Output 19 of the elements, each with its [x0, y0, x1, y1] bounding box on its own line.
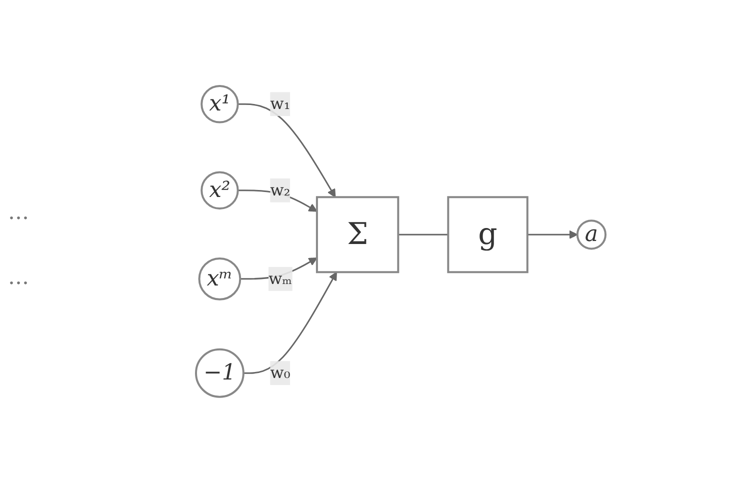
ellipsis-label: ...	[8, 200, 29, 225]
node-circle: xᵐ	[198, 258, 242, 300]
edge-label: w₂	[270, 180, 290, 200]
arrow	[238, 103, 336, 198]
node-box: Σ	[316, 196, 400, 274]
ellipsis-label: ...	[8, 265, 29, 290]
node-circle: −1	[195, 348, 245, 398]
node-circle: x¹	[200, 85, 240, 124]
node-box: g	[447, 196, 529, 274]
edge-label: wₘ	[268, 269, 292, 288]
node-circle: a	[576, 220, 607, 250]
arrow	[238, 190, 318, 212]
node-circle: x²	[200, 171, 240, 210]
arrow	[240, 258, 318, 280]
connector	[398, 234, 448, 236]
edge-label: w₀	[270, 363, 290, 382]
arrow	[528, 230, 578, 240]
arrow	[244, 272, 338, 374]
edge-label: w₁	[270, 94, 290, 114]
